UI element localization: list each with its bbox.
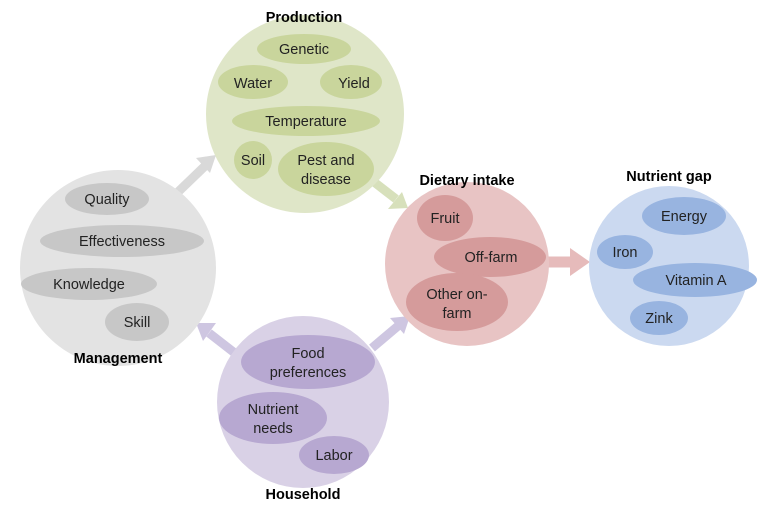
household-item-nutrient-line2: needs [253, 421, 293, 437]
arrow-dietary-to-nutrient [548, 248, 590, 276]
nutrient-item-vitamin-a: Vitamin A [666, 273, 727, 289]
nutrient-item-energy: Energy [661, 209, 708, 225]
dietary-item-fruit: Fruit [431, 211, 460, 227]
household-item-food-line1: Food [291, 346, 324, 362]
production-item-temperature: Temperature [265, 114, 346, 130]
production-item-water: Water [234, 76, 272, 92]
management-item-effectiveness: Effectiveness [79, 234, 165, 250]
dietary-item-off-farm: Off-farm [465, 250, 518, 266]
arrow-household-to-dietary [369, 316, 410, 352]
nutrient-item-iron: Iron [613, 245, 638, 261]
production-item-yield: Yield [338, 76, 370, 92]
production-item-soil: Soil [241, 153, 265, 169]
arrow-production-to-dietary [371, 178, 408, 209]
dietary-title: Dietary intake [419, 173, 514, 189]
arrow-household-to-management [196, 323, 239, 358]
production-item-pest-line1: Pest and [297, 153, 354, 169]
household-title: Household [266, 487, 341, 503]
dietary-item-other-line1: Other on- [426, 287, 487, 303]
household-item-food-line2: preferences [270, 365, 347, 381]
dietary-item-other-line2: farm [443, 306, 472, 322]
management-item-skill: Skill [124, 315, 151, 331]
management-item-knowledge: Knowledge [53, 277, 125, 293]
production-group: Production Genetic Water Yield Temperatu… [206, 10, 404, 213]
dietary-group: Dietary intake Fruit Off-farm Other on- … [385, 173, 549, 346]
arrow-management-to-production [174, 155, 216, 196]
production-item-genetic: Genetic [279, 42, 329, 58]
production-title: Production [266, 10, 343, 26]
household-item-labor: Labor [315, 448, 352, 464]
nutrient-group: Nutrient gap Energy Iron Vitamin A Zink [589, 169, 757, 346]
management-group: Management Quality Effectiveness Knowled… [20, 170, 216, 367]
management-item-quality: Quality [84, 192, 130, 208]
nutrient-item-zink: Zink [645, 311, 673, 327]
household-item-nutrient-line1: Nutrient [248, 402, 299, 418]
production-item-pest-line2: disease [301, 172, 351, 188]
management-title: Management [74, 351, 163, 367]
nutrient-title: Nutrient gap [626, 169, 712, 185]
household-group: Household Food preferences Nutrient need… [217, 316, 389, 503]
